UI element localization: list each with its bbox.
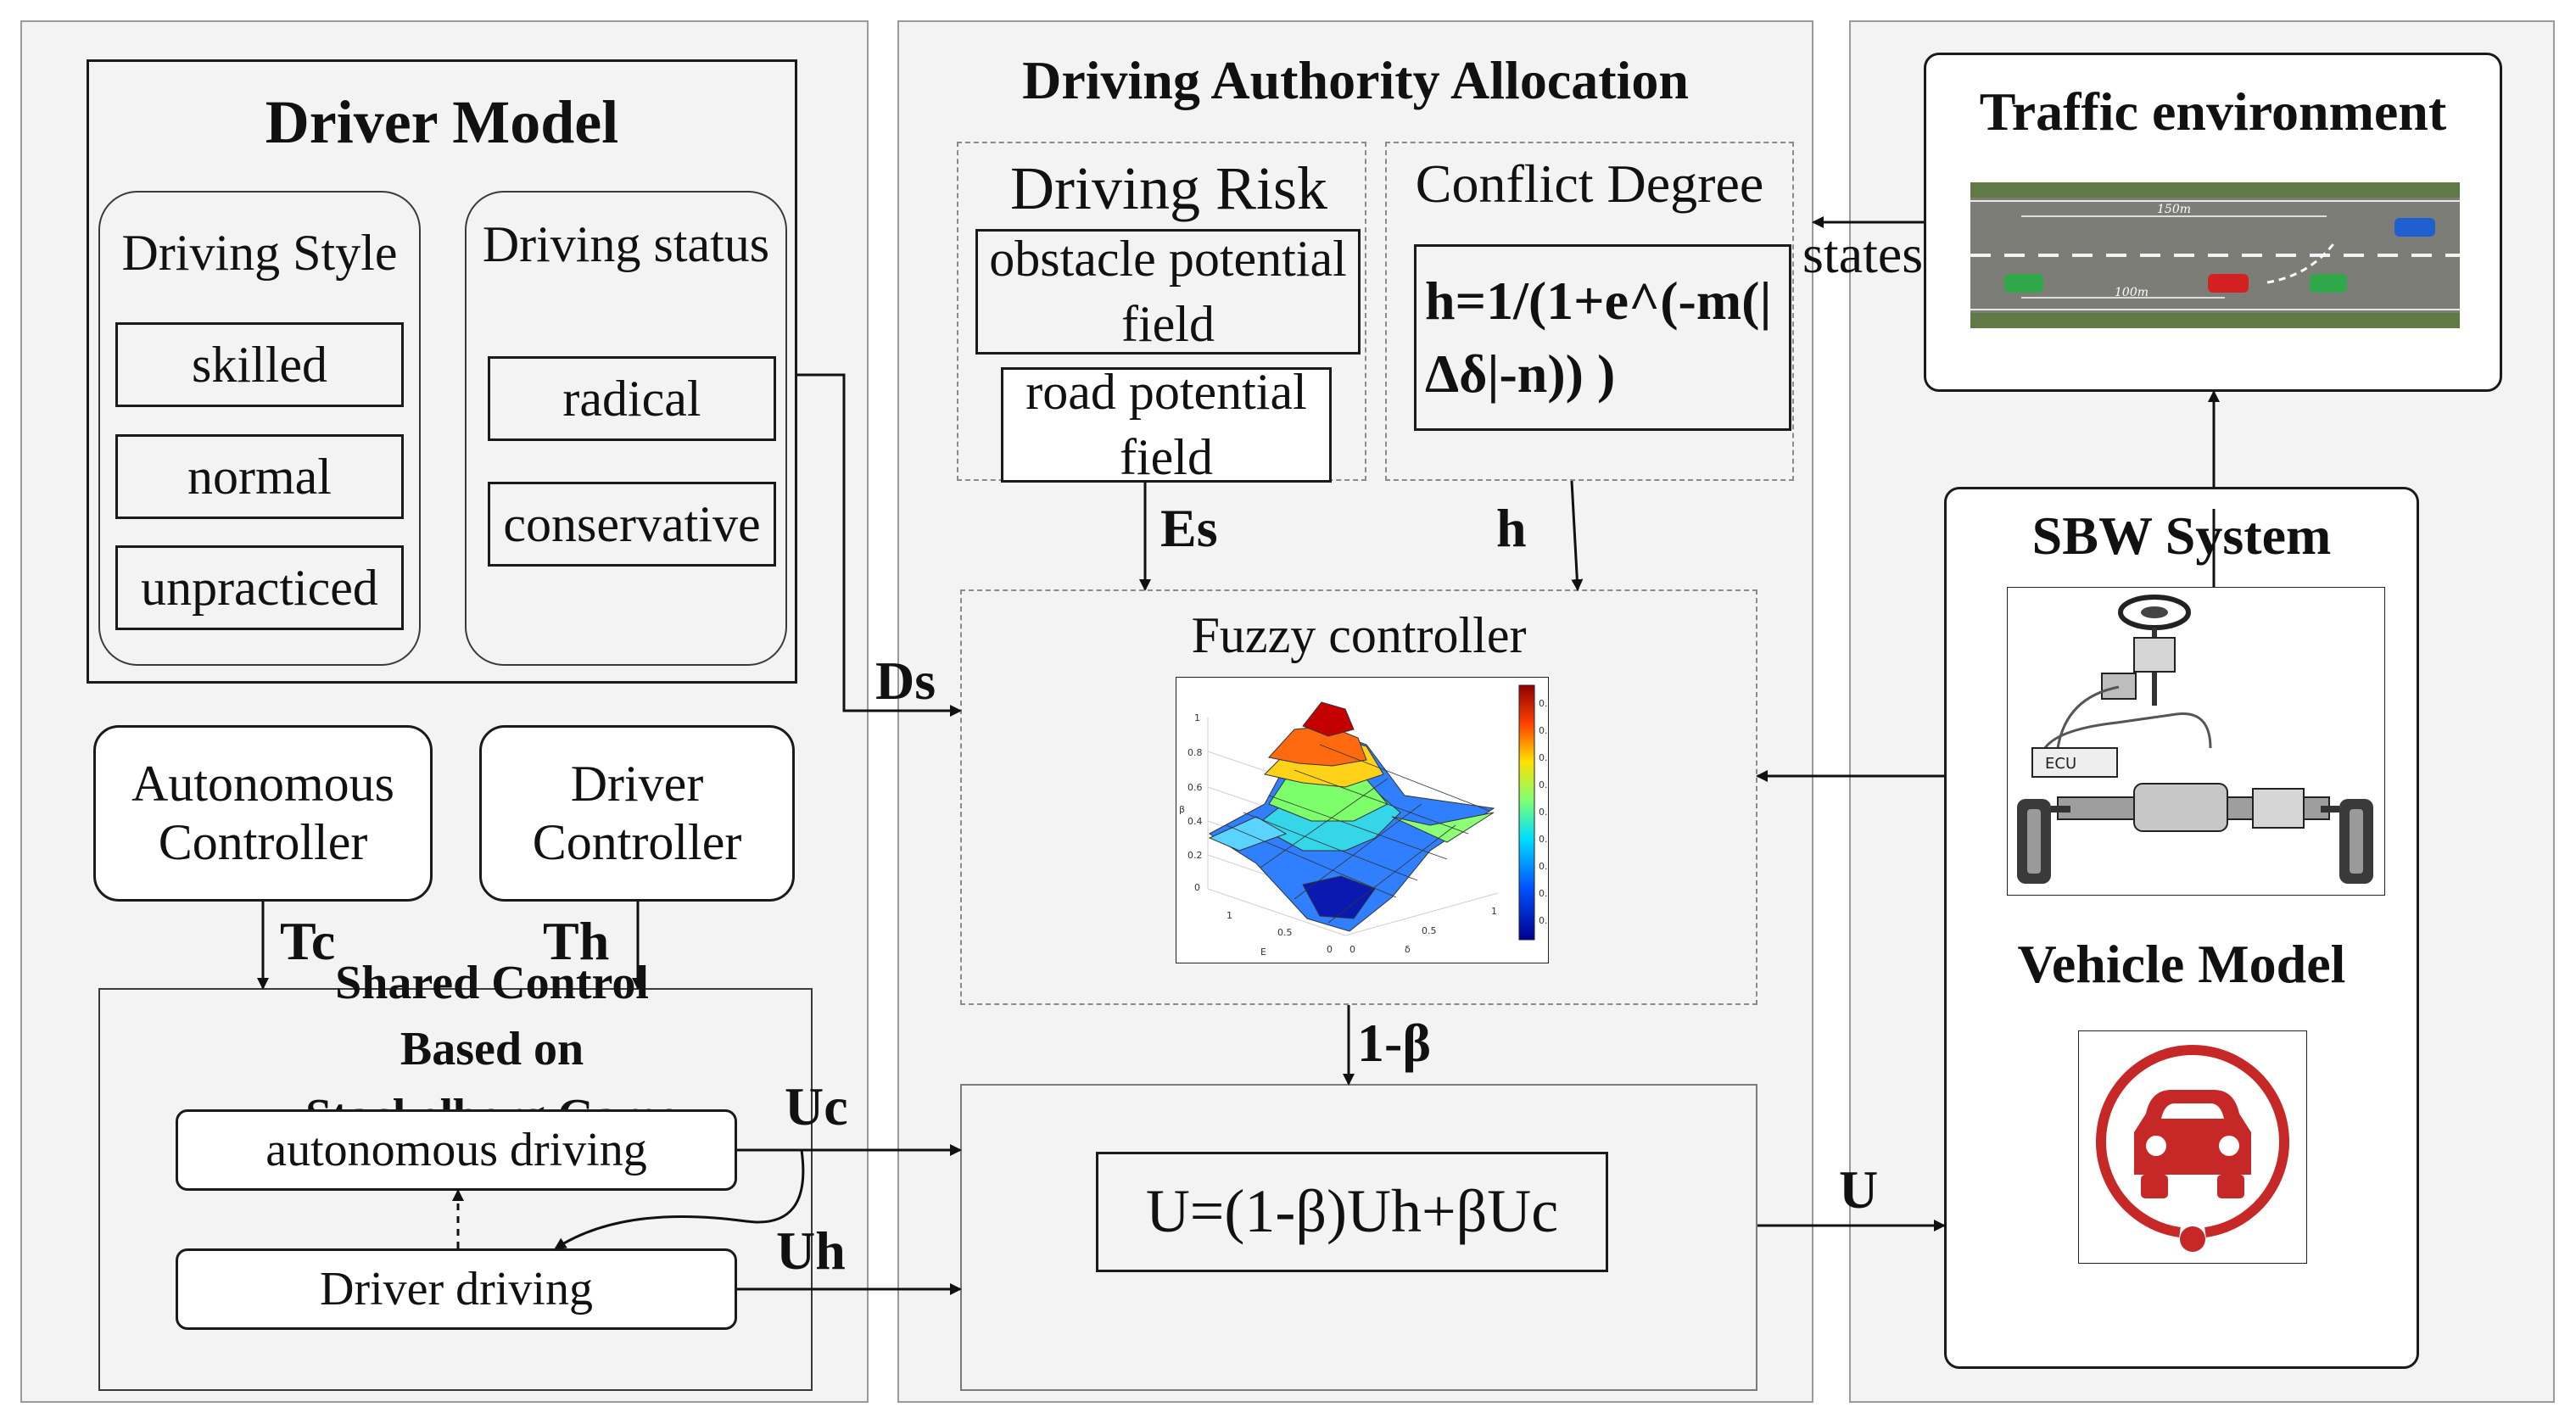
driving-style-title: Driving Style [121,224,398,281]
steering-hub [2141,606,2168,618]
z-tick: 0 [1194,882,1200,893]
car-green-1 [2004,274,2043,293]
road-image: 150m 100m [1970,182,2460,328]
x-tick: 0.5 [1277,927,1293,938]
z-tick: 1 [1194,712,1200,723]
colorbar-tick: 0.7 [1539,752,1549,763]
label-th: Th [543,911,610,971]
vehicle-dot [2180,1226,2205,1252]
autonomous-driving-box: autonomous driving [176,1109,737,1191]
label-uh: Uh [776,1220,846,1281]
status-radical: radical [488,356,776,441]
distance-label: 100m [2115,286,2149,299]
colorbar-tick: 0.5 [1539,807,1549,818]
label-es: Es [1160,498,1218,558]
conflict-degree-box [1385,142,1794,481]
sbw-system-title: SBW System [2031,505,2332,567]
authority-title: Driving Authority Allocation [1022,49,1689,110]
style-unpracticed: unpracticed [115,545,404,630]
shared-control-title: Shared Control Based on Stackelberg Game [305,957,679,1142]
y-tick: 0 [1349,944,1355,955]
colorbar-tick: 0.3 [1539,861,1549,872]
driving-risk-title: Driving Risk [1009,154,1328,222]
style-normal: normal [115,434,404,519]
driving-status-title: Driving status [482,215,770,272]
vehicle-model-icon [2078,1030,2307,1264]
ecu-label: ECU [2045,755,2076,773]
conflict-formula: h=1/(1+e^(-m(|Δδ|-n)) ) [1414,244,1791,431]
car-wheel-right [2217,1175,2244,1198]
colorbar-tick: 0.4 [1539,834,1549,845]
style-skilled: skilled [115,322,404,407]
conflict-degree-title: Conflict Degree [1415,154,1764,215]
driver-controller: Driver Controller [479,725,795,902]
driver-driving-box: Driver driving [176,1248,737,1330]
steering-sensor [2101,673,2137,700]
status-conservative: conservative [488,482,776,567]
road-verge [1970,182,2460,198]
label-tc: Tc [280,911,336,971]
colorbar-tick: 0.2 [1539,888,1549,899]
x-tick: 1 [1227,910,1232,921]
y-axis-label: δ [1405,944,1411,955]
steering-motor [2133,637,2176,673]
vehicle-model-title: Vehicle Model [2017,934,2346,995]
rack-gear [2252,788,2305,829]
colorbar-tick: 0.6 [1539,779,1549,790]
colorbar-tick: 0.8 [1539,725,1549,736]
z-axis-label: β [1179,804,1185,815]
sbw-system-image: ECU [2007,587,2385,896]
car-icon [2134,1090,2251,1175]
car-red-ego [2208,274,2249,293]
colorbar-tick: 0.1 [1539,915,1549,926]
y-tick: 1 [1491,906,1497,917]
y-tick: 0.5 [1422,925,1437,936]
sbw-frame [2007,587,2385,896]
car-wheel-left [2141,1175,2168,1198]
label-h: h [1496,498,1527,558]
obstacle-potential-field: obstacle potential field [975,229,1361,355]
label-uc: Uc [785,1076,848,1136]
z-tick: 0.2 [1187,850,1203,861]
autonomous-controller: Autonomous Controller [93,725,433,902]
car-blue [2394,218,2435,237]
fuzzy-surface-plot: 0.9 0.8 0.7 0.6 0.5 0.4 0.3 0.2 0.1 1 0.… [1176,677,1549,963]
road-potential-field: road potential field [1001,364,1332,485]
z-tick: 0.8 [1187,747,1203,758]
z-tick: 0.6 [1187,782,1203,793]
label-u: U [1839,1159,1879,1220]
x-tick: 0 [1327,944,1333,955]
x-axis-label: E [1260,947,1266,958]
label-beta: 1-β [1357,1013,1432,1073]
output-formula: U=(1-β)Uh+βUc [1096,1152,1608,1272]
vehicle-ring [2096,1045,2289,1237]
fuzzy-controller-title: Fuzzy controller [1191,607,1527,663]
label-ds: Ds [875,651,936,711]
driver-model-title: Driver Model [265,88,619,157]
z-tick: 0.4 [1187,816,1203,827]
car-green-2 [2310,274,2347,293]
colorbar [1518,684,1535,941]
ecu-box [2031,747,2118,778]
distance-label: 150m [2157,203,2191,216]
label-states: states [1802,224,1924,284]
traffic-environment-title: Traffic environment [1979,81,2447,142]
road-verge [1970,313,2460,328]
rack-motor [2133,783,2228,832]
fuzzy-controller-box [960,589,1757,1005]
colorbar-tick: 0.9 [1539,698,1549,709]
